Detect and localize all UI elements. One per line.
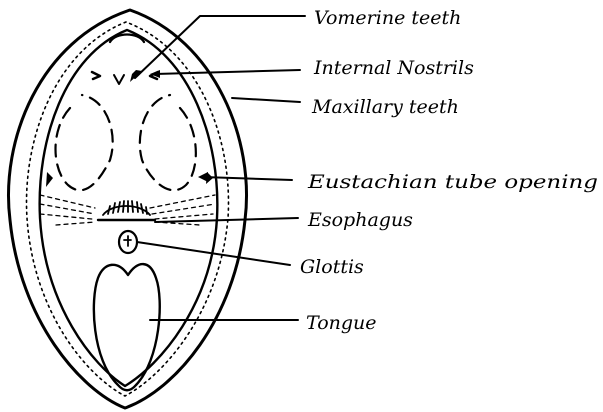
label-vomerine-teeth: Vomerine teeth <box>314 7 461 29</box>
label-maxillary-teeth: Maxillary teeth <box>311 96 459 118</box>
arrowhead-vomerine <box>130 70 142 82</box>
leader-maxillary-teeth <box>232 98 300 102</box>
label-eustachian-tube-opening: Eustachian tube opening <box>307 171 598 193</box>
left-eye-bulge <box>56 95 113 190</box>
label-tongue: Tongue <box>306 312 377 334</box>
glottis-slit <box>124 236 131 246</box>
label-glottis: Glottis <box>300 256 364 278</box>
tongue-outline <box>94 264 160 390</box>
vomerine-teeth-marks <box>92 72 158 84</box>
label-esophagus: Esophagus <box>307 209 413 231</box>
leader-lines <box>135 16 305 320</box>
left-eustachian-opening <box>46 172 53 187</box>
leader-esophagus <box>155 218 298 222</box>
esophagus-ridges <box>103 201 150 215</box>
arrowhead-eustachian <box>198 172 208 182</box>
leader-arrowheads <box>130 70 208 182</box>
right-eye-bulge <box>140 95 196 190</box>
label-internal-nostrils: Internal Nostrils <box>313 57 474 79</box>
